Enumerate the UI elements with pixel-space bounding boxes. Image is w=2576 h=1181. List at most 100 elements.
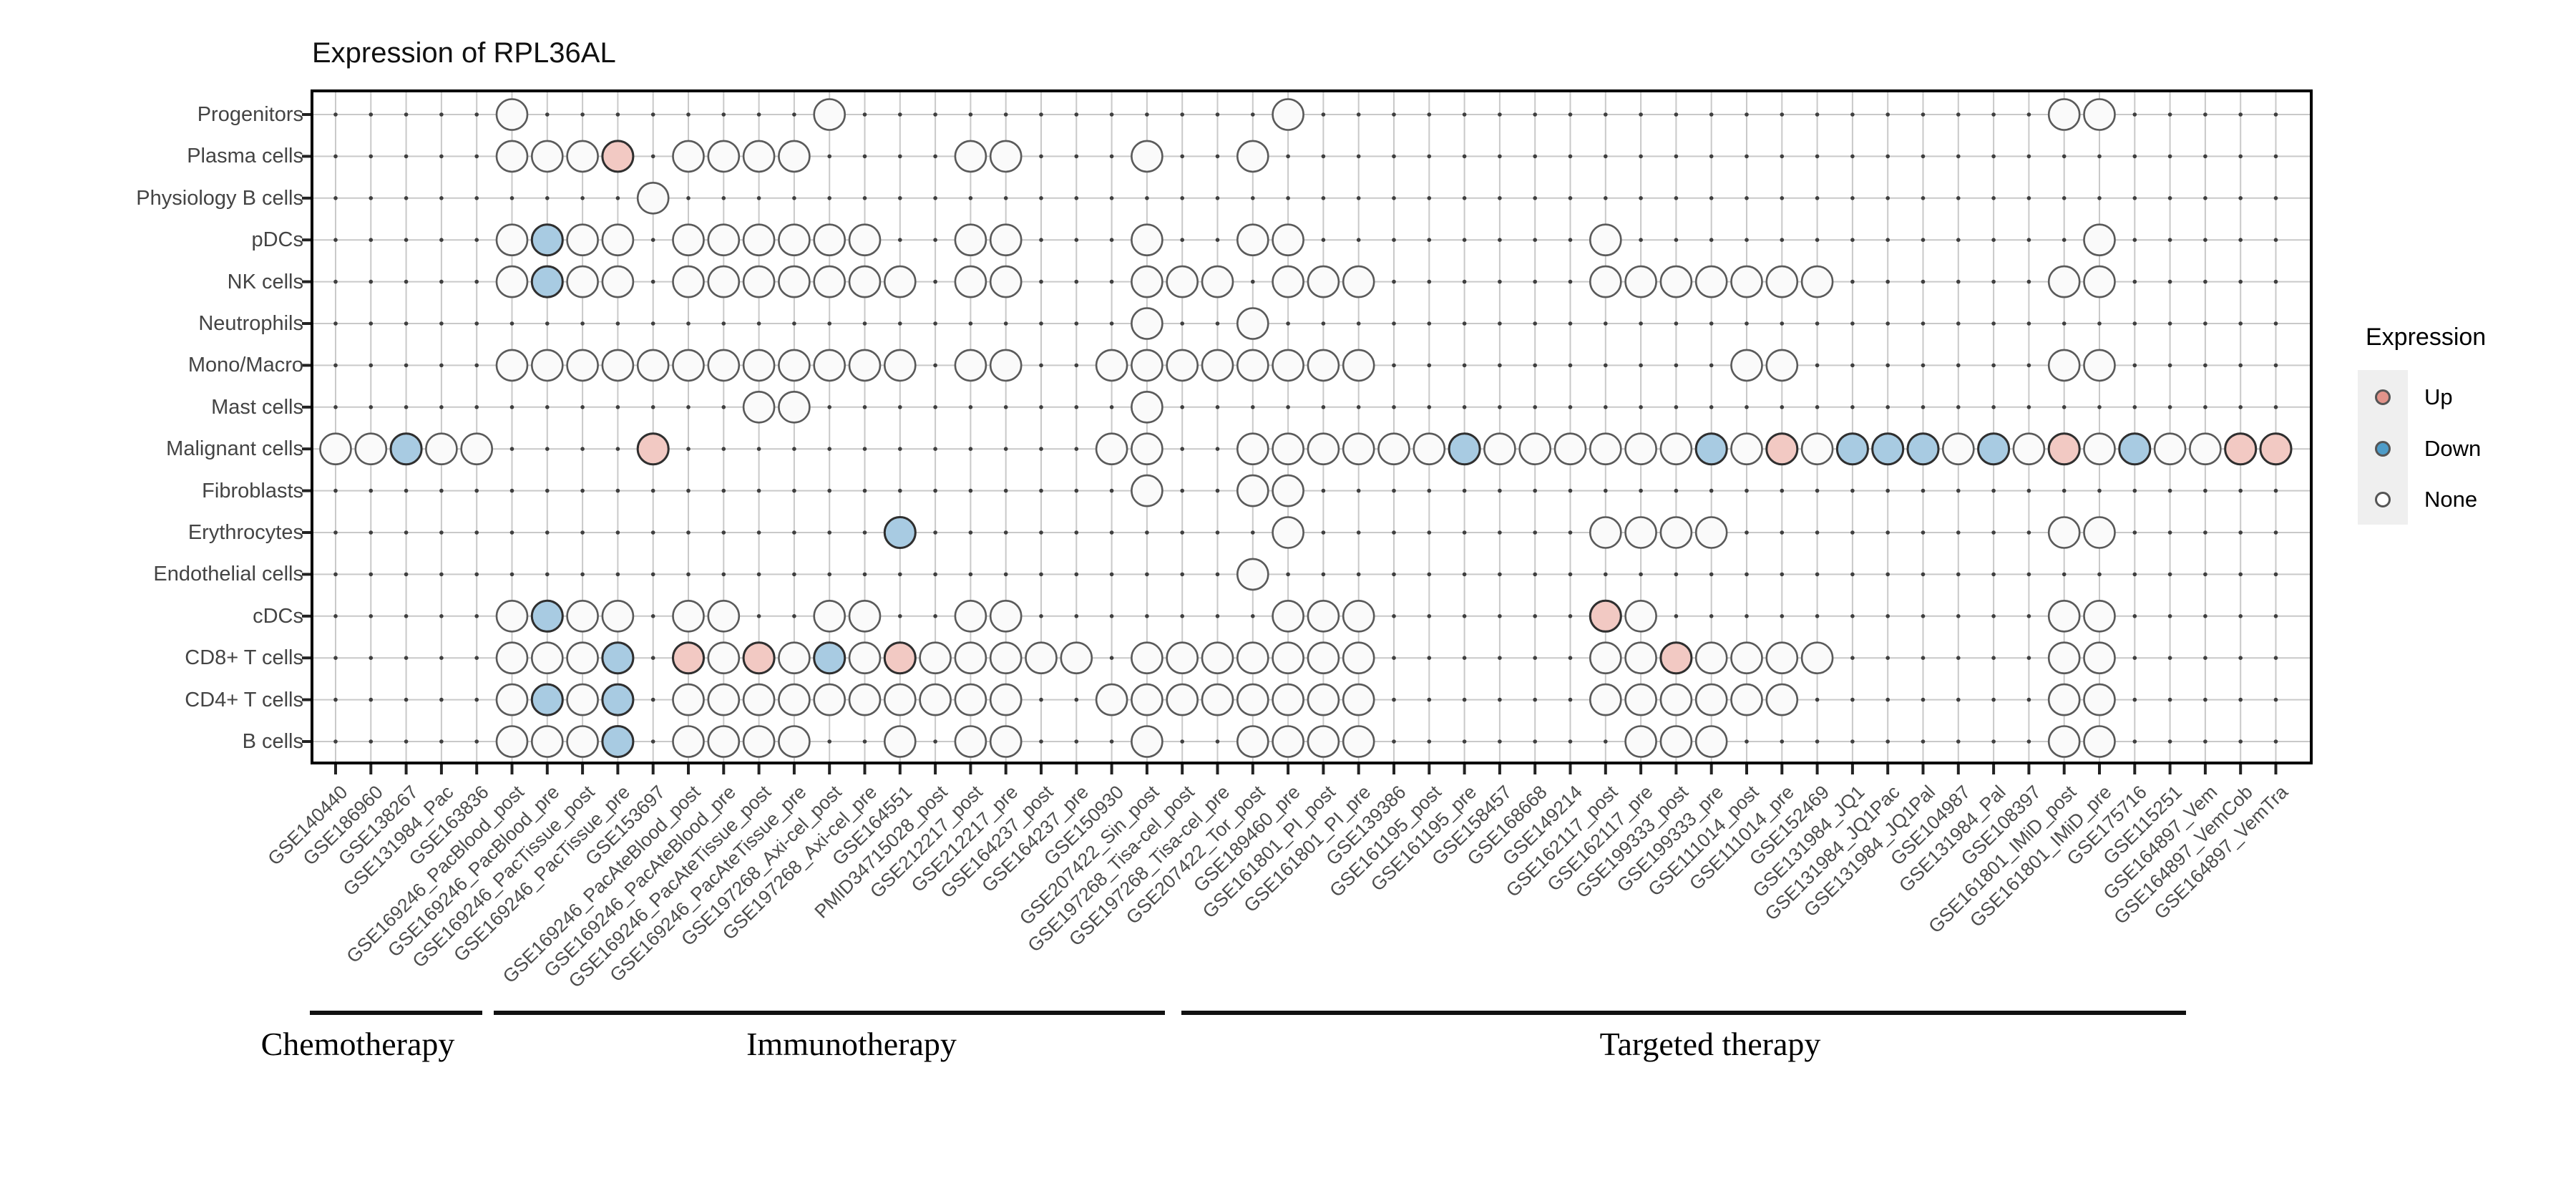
grid-dot [2132, 739, 2137, 744]
grid-dot [2026, 530, 2031, 535]
grid-dot [1109, 739, 1114, 744]
grid-dot [509, 530, 514, 535]
grid-dot [1709, 614, 1714, 618]
grid-dot [1709, 154, 1714, 159]
grid-dot [1956, 279, 1961, 284]
grid-dot [1921, 154, 1926, 159]
grid-dot [933, 572, 937, 577]
expression-dot-none [2083, 641, 2116, 675]
grid-dot [686, 321, 691, 326]
grid-dot [1356, 154, 1361, 159]
expression-dot-none [707, 725, 741, 758]
grid-dot [862, 405, 867, 409]
grid-dot [1074, 447, 1079, 451]
grid-dot [1251, 279, 1255, 284]
expression-dot-none [566, 599, 599, 633]
grid-dot [1921, 572, 1926, 577]
grid-dot [1639, 154, 1643, 159]
grid-dot [2273, 196, 2278, 200]
expression-dot-none [530, 725, 564, 758]
grid-dot [1003, 447, 1008, 451]
expression-dot-none [954, 140, 987, 173]
expression-dot-none [354, 432, 388, 466]
expression-dot-none [1589, 265, 1622, 298]
grid-dot [2026, 238, 2031, 243]
grid-dot [1780, 405, 1785, 409]
grid-dot [545, 530, 550, 535]
expression-dot-none [2047, 349, 2081, 382]
expression-dot-down [530, 683, 564, 716]
grid-dot [1462, 405, 1467, 409]
grid-dot [2097, 488, 2102, 493]
expression-dot-none [1694, 725, 1728, 758]
grid-dot [1180, 405, 1184, 409]
expression-dot-none [954, 683, 987, 716]
grid-dot [1427, 739, 1432, 744]
expression-dot-none [1131, 390, 1163, 424]
grid-dot [1885, 279, 1890, 284]
grid-dot [1498, 614, 1502, 618]
grid-dot [862, 321, 867, 326]
expression-dot-none [2083, 349, 2116, 382]
expression-dot-none [1377, 432, 1410, 466]
expression-dot-none [989, 683, 1023, 716]
grid-dot [862, 112, 867, 117]
grid-dot [933, 739, 937, 744]
grid-dot [1180, 321, 1184, 326]
grid-dot [650, 405, 655, 409]
grid-dot [756, 447, 761, 451]
grid-dot [1674, 614, 1679, 618]
grid-dot [933, 405, 937, 409]
grid-dot [1639, 405, 1643, 409]
grid-dot [2167, 488, 2172, 493]
grid-dot [545, 488, 550, 493]
expression-dot-none [813, 349, 846, 382]
grid-dot [1956, 112, 1961, 117]
grid-dot [1356, 572, 1361, 577]
grid-dot [827, 739, 831, 744]
grid-dot [369, 196, 374, 200]
expression-dot-none [495, 599, 529, 633]
expression-dot-none [1307, 599, 1340, 633]
grid-dot [474, 363, 479, 368]
expression-dot-none [1765, 641, 1799, 675]
grid-dot [1780, 614, 1785, 618]
grid-dot [1462, 530, 1467, 535]
expression-dot-none [566, 683, 599, 716]
grid-dot [1745, 488, 1749, 493]
y-axis-label: Neutrophils [198, 312, 303, 335]
grid-dot [1604, 154, 1608, 159]
expression-dot-none [778, 140, 811, 173]
grid-dot [404, 530, 409, 535]
expression-dot-none [2153, 432, 2187, 466]
grid-dot [1003, 196, 1008, 200]
expression-dot-none [2047, 641, 2081, 675]
grid-dot [1674, 405, 1679, 409]
grid-dot [1392, 321, 1396, 326]
grid-dot [439, 614, 444, 618]
grid-dot [1321, 530, 1326, 535]
expression-dot-none [530, 349, 564, 382]
grid-dot [1604, 739, 1608, 744]
grid-dot [1604, 112, 1608, 117]
grid-dot [2026, 739, 2031, 744]
grid-dot [898, 572, 902, 577]
grid-dot [686, 196, 691, 200]
expression-dot-none [1272, 474, 1304, 507]
expression-dot-none [1624, 725, 1657, 758]
grid-dot [756, 196, 761, 200]
grid-dot [439, 572, 444, 577]
grid-dot [862, 530, 867, 535]
expression-dot-none [1413, 432, 1446, 466]
grid-dot [2026, 363, 2031, 368]
expression-dot-none [495, 641, 529, 675]
grid-dot [1780, 112, 1785, 117]
grid-dot [1003, 405, 1008, 409]
group-label-targeted-therapy: Targeted therapy [1599, 1026, 1821, 1062]
grid-dot [1286, 321, 1290, 326]
grid-dot [1039, 363, 1043, 368]
legend-title: Expression [2366, 324, 2487, 351]
expression-dot-none [672, 599, 705, 633]
grid-dot [898, 614, 902, 618]
grid-dot [404, 279, 409, 284]
